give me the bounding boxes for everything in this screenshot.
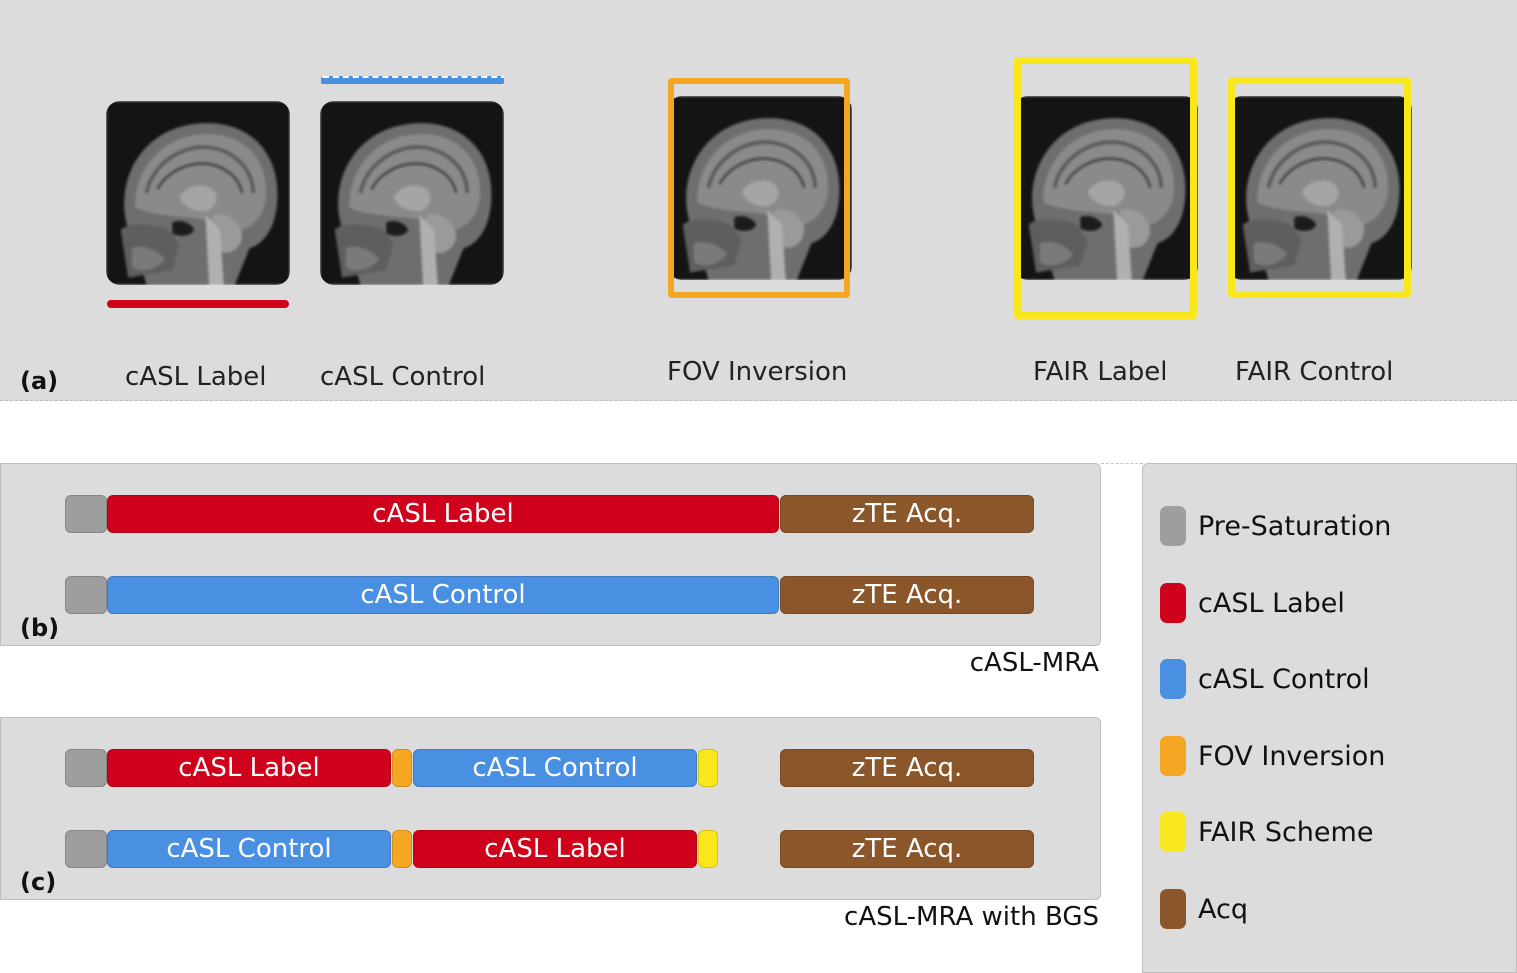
panel-a-label: (a) (20, 367, 59, 395)
fair-label-frame (1014, 57, 1197, 319)
legend-swatch (1160, 659, 1186, 699)
panel-c-label: (c) (20, 868, 57, 896)
fair-control-frame (1228, 77, 1411, 298)
legend-panel (1142, 463, 1517, 973)
panel-b (0, 463, 1101, 646)
legend-label: cASL Control (1198, 663, 1370, 695)
legend-swatch (1160, 583, 1186, 623)
caption-fair-label: FAIR Label (1033, 357, 1168, 387)
caption-fair-control: FAIR Control (1235, 357, 1394, 387)
caption-fov-inversion: FOV Inversion (667, 357, 848, 387)
fair-scheme-block (698, 749, 718, 787)
legend-item: cASL Label (1160, 583, 1345, 623)
fair-scheme-block (698, 830, 718, 868)
panel-c (0, 717, 1101, 900)
legend-swatch (1160, 506, 1186, 546)
casl-control-block: cASL Control (413, 749, 697, 787)
fov-inversion-block (392, 830, 412, 868)
caption-casl-label: cASL Label (125, 362, 267, 392)
legend-item: FOV Inversion (1160, 736, 1385, 776)
mri-image-fair-control (1228, 96, 1412, 280)
zte-acq-block: zTE Acq. (780, 749, 1034, 787)
legend-label: cASL Label (1198, 587, 1345, 619)
casl-control-block: cASL Control (107, 830, 391, 868)
legend-label: FOV Inversion (1198, 740, 1386, 772)
caption-casl-control: cASL Control (320, 362, 486, 392)
zte-acq-block: zTE Acq. (780, 830, 1034, 868)
legend-item: Pre-Saturation (1160, 506, 1391, 546)
legend-label: Acq (1198, 893, 1248, 925)
legend-item: Acq (1160, 889, 1248, 929)
legend-swatch (1160, 812, 1186, 852)
casl-control-marker-bar (321, 76, 504, 84)
panel-b-dashed-divider (1101, 463, 1143, 464)
mri-image-fair-label (1014, 96, 1198, 280)
presat-block (65, 830, 107, 868)
mri-image-casl-control (320, 101, 504, 285)
casl-label-block: cASL Label (107, 495, 779, 533)
zte-acq-block: zTE Acq. (780, 495, 1034, 533)
panel-b-caption: cASL-MRA (969, 648, 1099, 678)
presat-block (65, 576, 107, 614)
legend-item: FAIR Scheme (1160, 812, 1373, 852)
panel-c-caption: cASL-MRA with BGS (844, 902, 1099, 932)
panel-b-label: (b) (20, 614, 60, 642)
fov-inversion-frame (668, 78, 850, 298)
casl-label-block: cASL Label (413, 830, 697, 868)
casl-control-block: cASL Control (107, 576, 779, 614)
legend-label: Pre-Saturation (1198, 510, 1392, 542)
presat-block (65, 495, 107, 533)
casl-label-marker-bar (107, 300, 289, 308)
zte-acq-block: zTE Acq. (780, 576, 1034, 614)
mri-image-casl-label (106, 101, 290, 285)
mri-image-fov-inversion (668, 96, 852, 280)
legend-swatch (1160, 889, 1186, 929)
presat-block (65, 749, 107, 787)
fov-inversion-block (392, 749, 412, 787)
legend-swatch (1160, 736, 1186, 776)
casl-label-block: cASL Label (107, 749, 391, 787)
legend-label: FAIR Scheme (1198, 816, 1374, 848)
legend-item: cASL Control (1160, 659, 1370, 699)
